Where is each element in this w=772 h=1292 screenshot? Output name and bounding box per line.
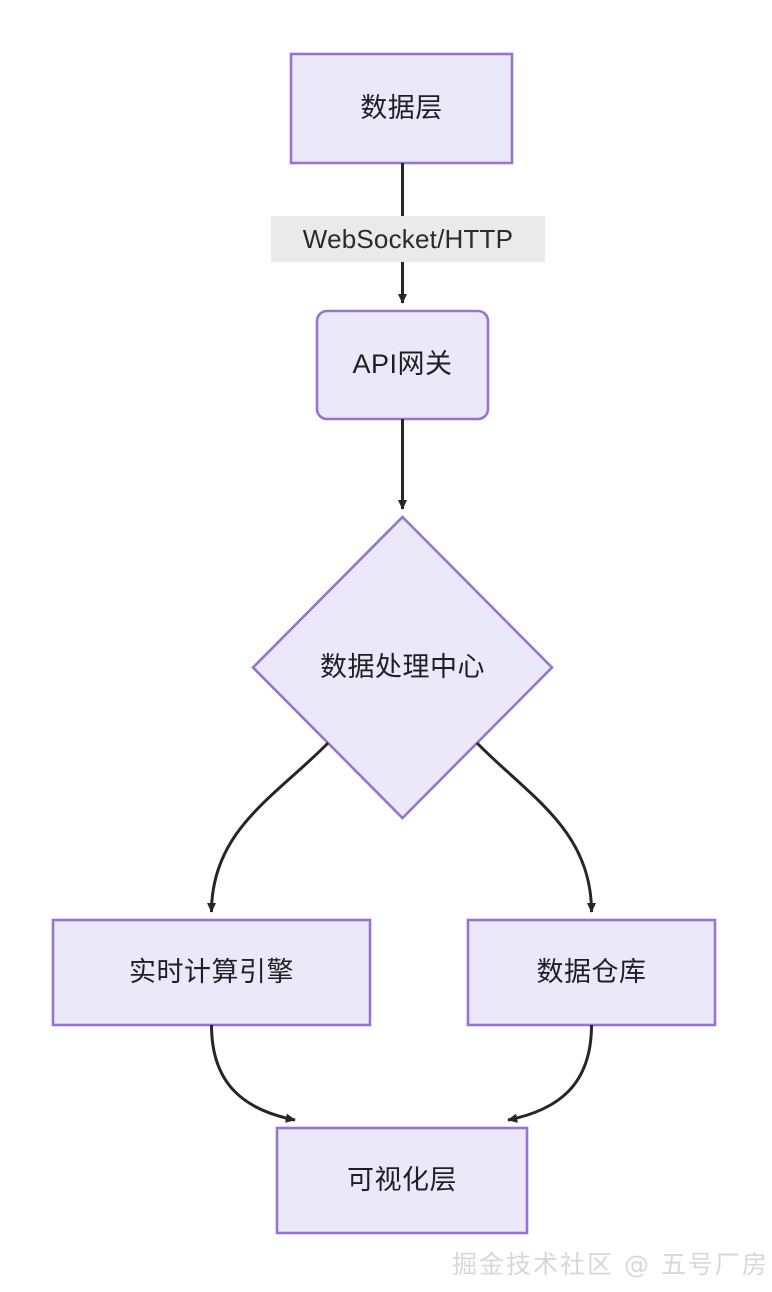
- edge-label-websocket-http: WebSocket/HTTP: [271, 216, 545, 262]
- edge-realtime-engine-to-visualization: [210, 1024, 296, 1123]
- node-shape-data-layer[interactable]: [289, 52, 514, 165]
- node-shape-api-gateway[interactable]: [315, 309, 490, 421]
- node-shape-realtime-engine[interactable]: [51, 918, 372, 1027]
- node-shape-data-warehouse[interactable]: [466, 918, 717, 1027]
- edge-processing-core-to-data-warehouse: [475, 741, 597, 913]
- node-shape-visualization[interactable]: [275, 1126, 529, 1235]
- watermark-text: 掘金技术社区 @ 五号厂房: [452, 1250, 769, 1279]
- edge-label-text: WebSocket/HTTP: [302, 223, 514, 254]
- watermark: 掘金技术社区 @ 五号厂房: [452, 1245, 769, 1281]
- node-shape-processing-core[interactable]: [251, 515, 554, 820]
- edge-data-warehouse-to-visualization: [507, 1024, 593, 1123]
- edge-processing-core-to-realtime-engine: [206, 741, 330, 913]
